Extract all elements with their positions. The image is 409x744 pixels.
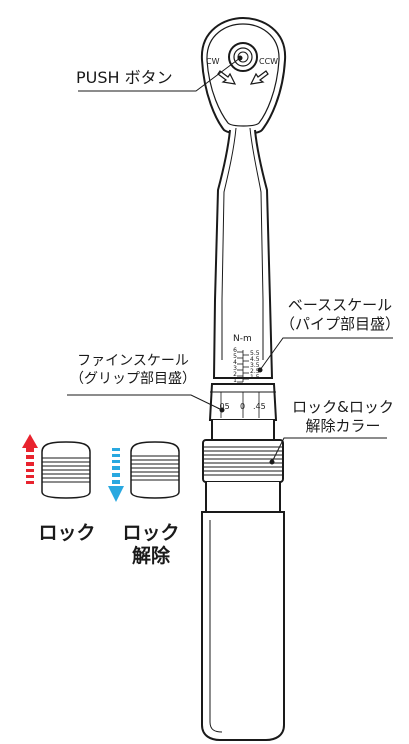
cw-marking: CW [206,57,220,66]
leader-lines [67,57,393,463]
scale-tick: 5 [233,353,237,360]
scale-tick: 1 [233,377,237,384]
unlock-label-line1: ロック [122,522,180,544]
fine-scale-label: ファインスケール （グリップ部目盛） [58,352,208,388]
base-scale-label-line1: ベーススケール [287,296,393,314]
leader-dots [219,55,275,465]
base-scale-label: ベーススケール （パイプ部目盛） [275,296,405,334]
scale-tick: 5.5 [250,350,260,357]
scale-tick: 2.5 [250,368,260,375]
lock-collar-illustration [41,441,91,499]
scale-tick: 2 [233,371,237,378]
lower-shaft [211,420,275,441]
lock-arrow-icon [22,434,38,484]
wrench-shaft [212,127,274,379]
lock-label: ロック [38,522,96,544]
scale-tick: 6 [233,347,237,354]
lock-collar-label-line1: ロック&ロック [292,398,394,416]
base-scale-left-ticks: 6 5 4 3 2 1 [229,348,237,384]
scale-tick: 3.5 [250,362,260,369]
base-scale-right-ticks: 5.5 4.5 3.5 2.5 1.5 [250,351,264,381]
base-scale-label-line2: （パイプ部目盛） [279,315,400,333]
scale-unit: N-m [233,334,252,344]
fine-tick: .45 [253,402,266,411]
unlock-label-line2: 解除 [131,545,170,567]
fine-scale-label-line1: ファインスケール [77,353,189,369]
fine-tick: 0 [240,402,246,411]
ccw-marking: CCW [259,57,279,66]
scale-tick: 4.5 [250,356,260,363]
unlock-collar-illustration [130,441,180,499]
unlock-label: ロック 解除 [114,522,188,568]
scale-tick: 3 [233,365,237,372]
ratchet-head [200,16,287,135]
unlock-arrow-icon [108,448,124,502]
handle-grip [201,482,285,741]
scale-tick: 1.5 [250,374,260,381]
fine-tick: .05 [217,402,230,411]
push-button-icon [228,42,258,72]
base-scale-ticks [237,350,249,383]
lock-collar-label: ロック&ロック 解除カラー [282,398,404,436]
fine-scale-grip [208,383,278,421]
push-button-label: PUSH ボタン [76,68,173,87]
lock-collar-label-line2: 解除カラー [305,417,381,435]
scale-tick: 4 [233,359,237,366]
lock-collar [202,439,284,483]
fine-scale-label-line2: （グリップ部目盛） [70,371,196,387]
